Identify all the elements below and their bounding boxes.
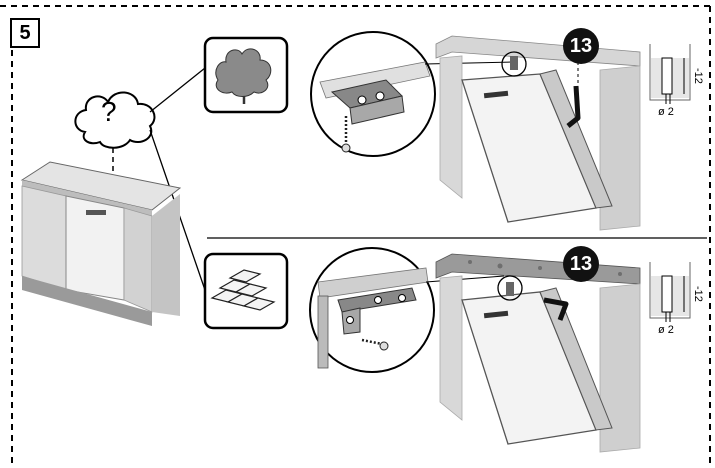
question-cloud-icon (74, 91, 156, 188)
dim-depth-bottom: -12 (692, 286, 704, 302)
bricks-icon (203, 252, 289, 330)
dishwasher-overview (20, 161, 182, 326)
step-number-badge: 5 (10, 18, 40, 48)
dim-depth-top: -12 (692, 68, 704, 84)
top-zoom-line (424, 61, 513, 65)
bottom-zoom-line (425, 275, 505, 283)
dim-diameter-bottom: ø 2 (658, 324, 674, 336)
bottom-detail-circle (309, 247, 435, 373)
dashed-frame (0, 5, 715, 468)
dishwasher-bottom-view (435, 253, 641, 453)
top-detail-circle (310, 31, 436, 157)
dimension-inset-top (649, 44, 691, 104)
dimension-inset-bottom (649, 262, 691, 322)
dim-diameter-top: ø 2 (658, 106, 674, 118)
dishwasher-top-view (435, 35, 641, 231)
callout-13-bottom: 13 (563, 246, 599, 282)
tree-icon (203, 36, 289, 114)
callout-13-top: 13 (563, 28, 599, 64)
question-mark-label: ? (101, 96, 117, 127)
